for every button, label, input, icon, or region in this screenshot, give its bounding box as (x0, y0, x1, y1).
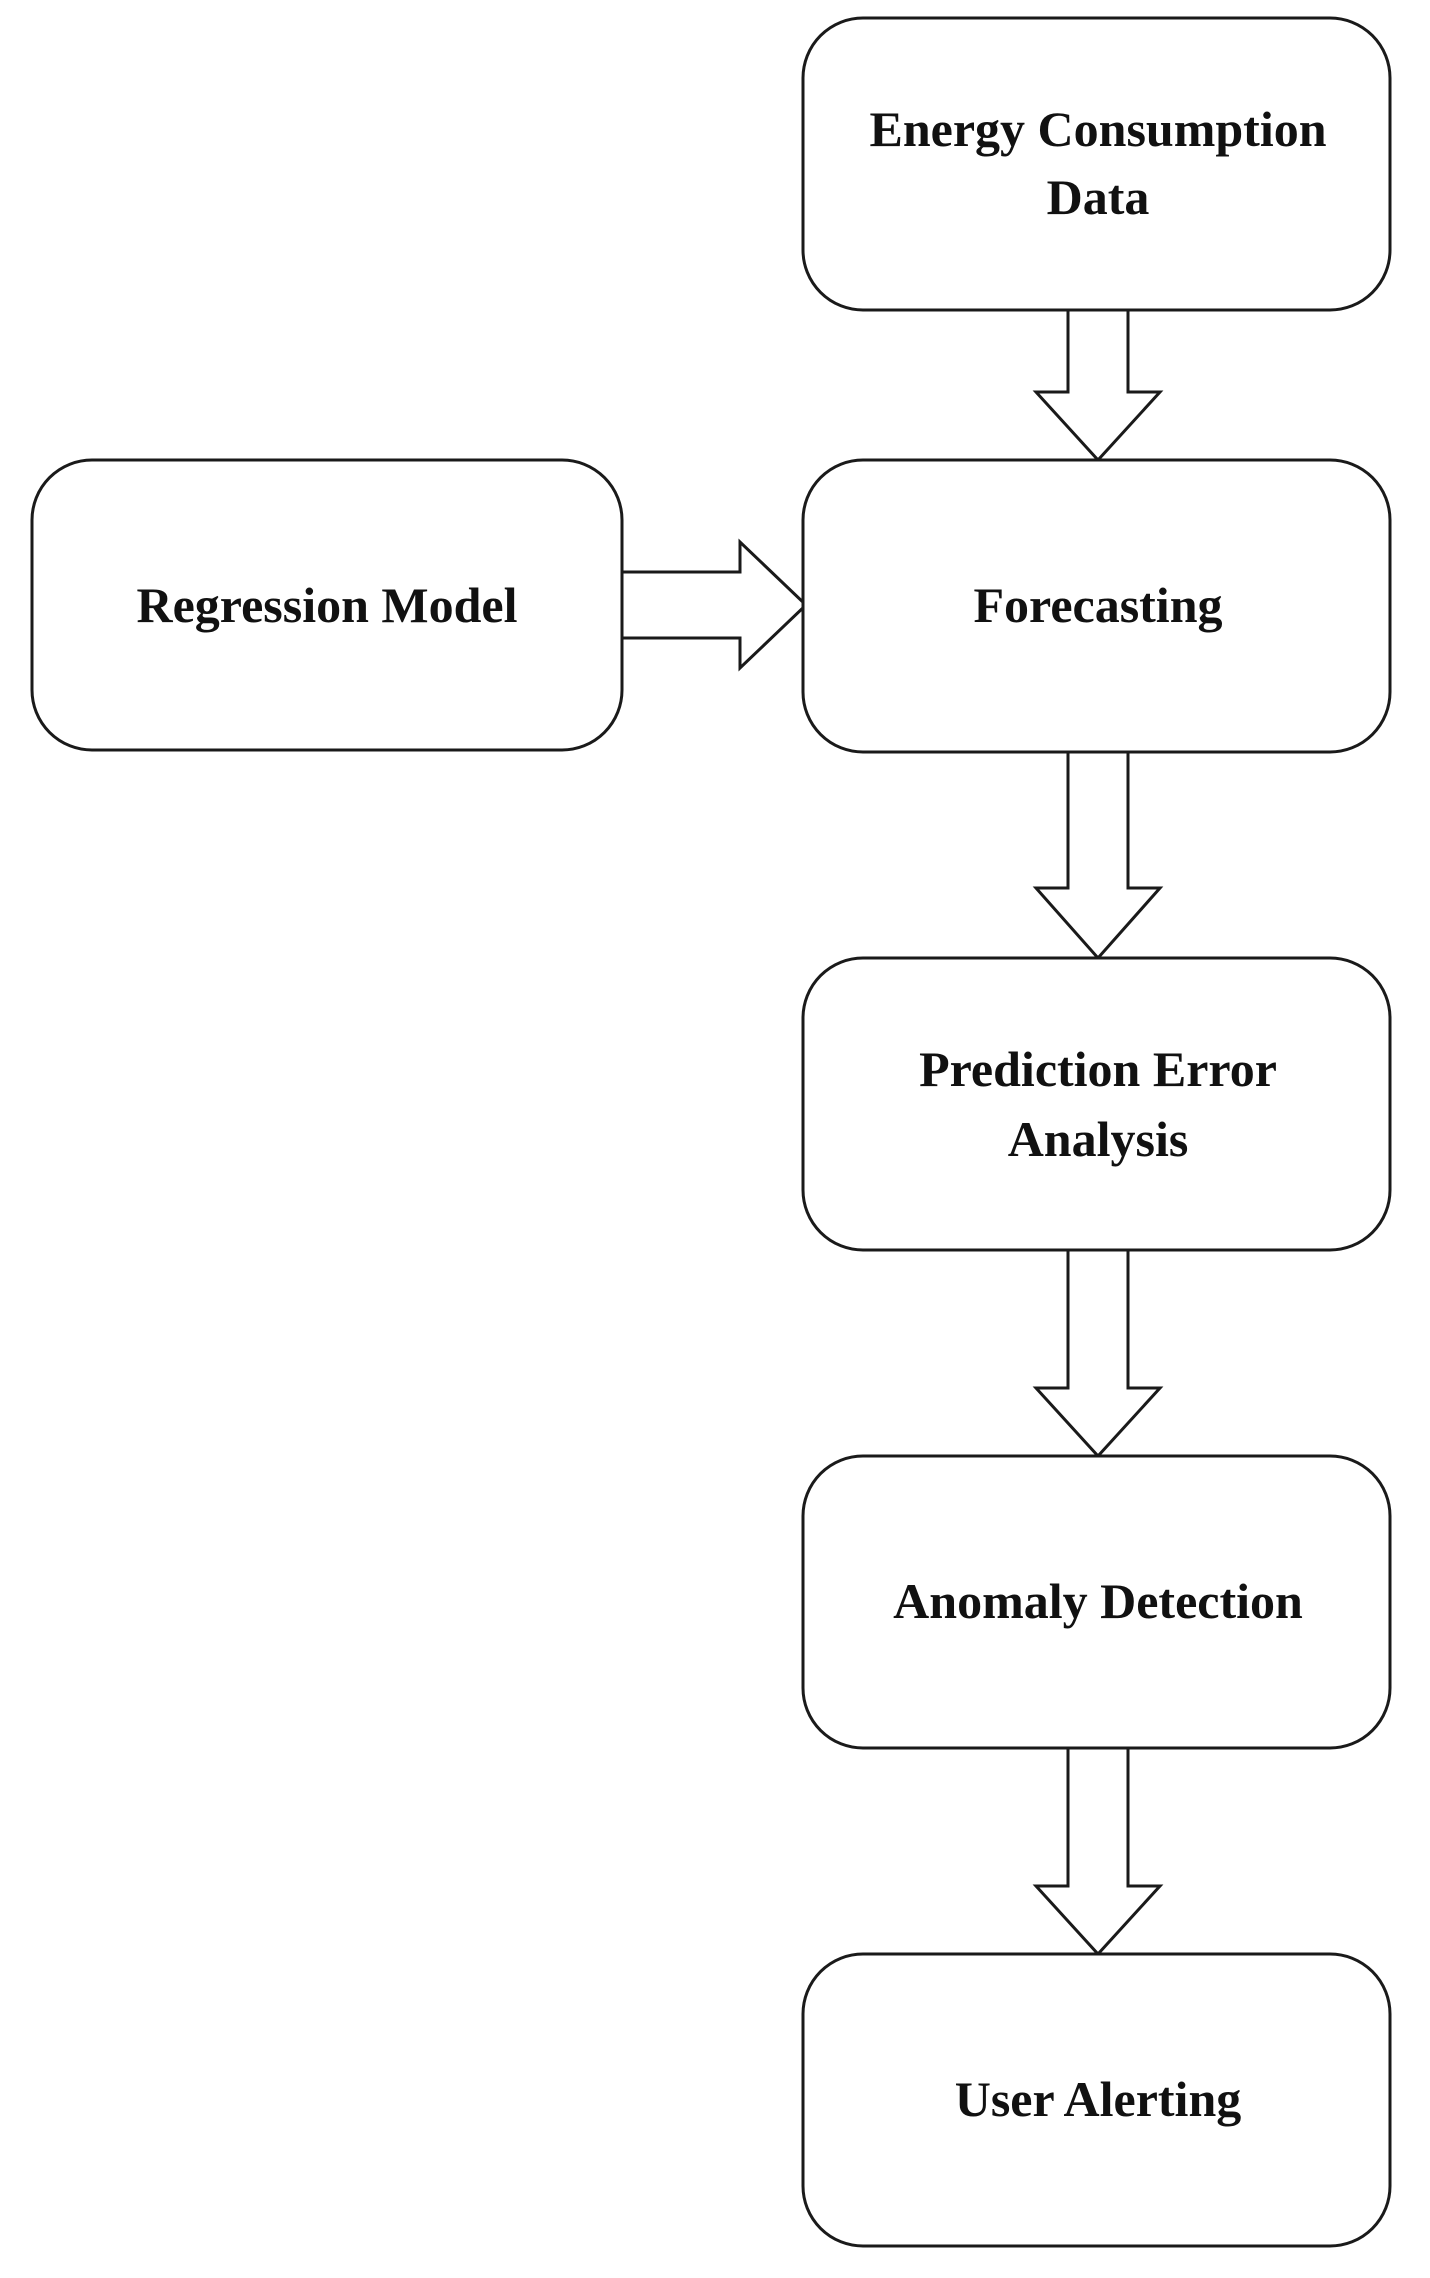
node-energy-data: Energy Consumption Data (801, 16, 1392, 312)
arrows (620, 308, 1164, 1957)
arrow-regression-model-to-forecasting (620, 538, 809, 672)
node-forecasting: Forecasting (801, 458, 1392, 754)
node-box (801, 16, 1392, 312)
node-label-line: Prediction Error (919, 1041, 1277, 1097)
node-anomaly-detection: Anomaly Detection (801, 1454, 1392, 1750)
node-box (30, 458, 624, 752)
node-label-line: User Alerting (955, 2071, 1242, 2127)
node-box (801, 458, 1392, 754)
arrow-anomaly-detection-to-user-alerting (1032, 1746, 1164, 1957)
node-label-line: Forecasting (973, 577, 1222, 633)
node-label-line: Anomaly Detection (893, 1573, 1303, 1629)
node-regression-model: Regression Model (30, 458, 624, 752)
node-user-alerting: User Alerting (801, 1952, 1392, 2248)
node-prediction-error: Prediction Error Analysis (801, 956, 1392, 1252)
node-box (801, 1952, 1392, 2248)
arrow-forecasting-to-prediction-error (1032, 750, 1164, 961)
node-box (801, 1454, 1392, 1750)
node-label-line: Regression Model (137, 577, 518, 633)
node-label-line: Data (1047, 169, 1150, 225)
node-label-line: Energy Consumption (869, 101, 1326, 157)
node-label-line: Analysis (1008, 1111, 1189, 1167)
node-box (801, 956, 1392, 1252)
arrow-prediction-error-to-anomaly-detection (1032, 1248, 1164, 1459)
arrow-energy-data-to-forecasting (1032, 308, 1164, 463)
